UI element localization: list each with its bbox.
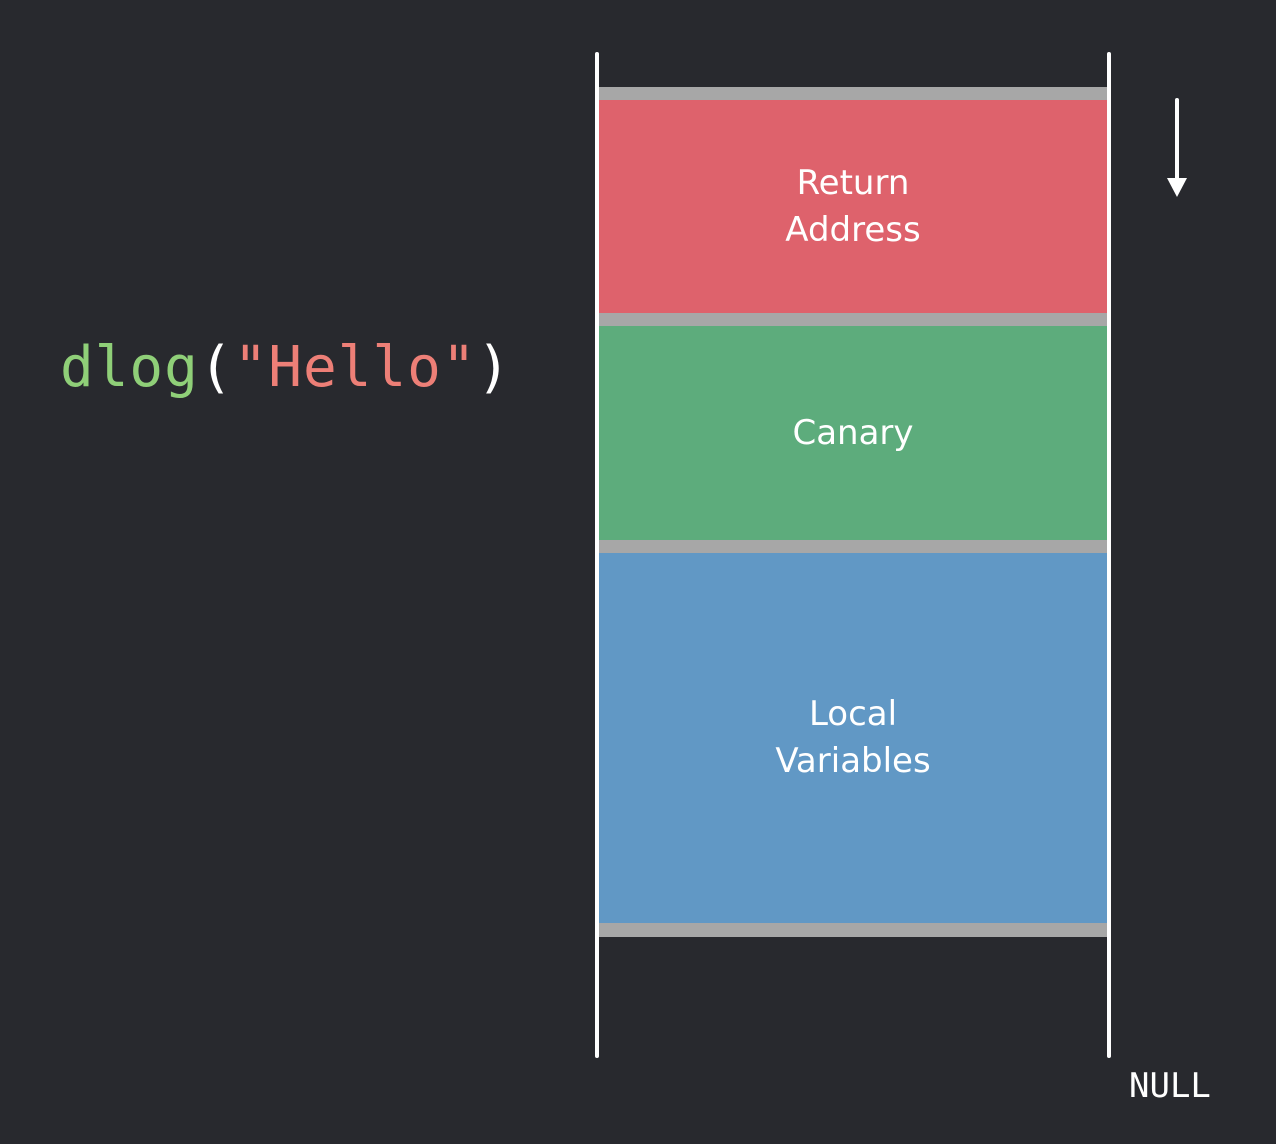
code-snippet: dlog("Hello")	[60, 332, 511, 404]
frame-label-line: Canary	[792, 412, 914, 453]
stack-separator	[599, 540, 1107, 554]
null-label: NULL	[1129, 1066, 1211, 1106]
stack-frame-return-address: Return Address	[599, 100, 1107, 313]
stack-frame-local-variables: Local Variables	[599, 553, 1107, 923]
stack-left-boundary	[595, 52, 599, 1058]
function-name: dlog	[60, 335, 199, 400]
frame-label-line: Address	[785, 209, 921, 250]
open-paren: (	[198, 335, 234, 400]
frame-label-line: Return	[796, 162, 910, 203]
down-arrow-icon	[1167, 98, 1187, 197]
stack-separator	[599, 87, 1107, 101]
string-argument: "Hello"	[233, 335, 477, 400]
stack-right-boundary	[1107, 52, 1111, 1058]
stack-separator	[599, 923, 1107, 937]
frame-label-line: Variables	[775, 741, 931, 781]
close-paren: )	[476, 335, 512, 400]
frame-label-line: Local	[808, 694, 898, 734]
stack-separator	[599, 313, 1107, 327]
stack-frame-canary: Canary	[599, 326, 1107, 540]
